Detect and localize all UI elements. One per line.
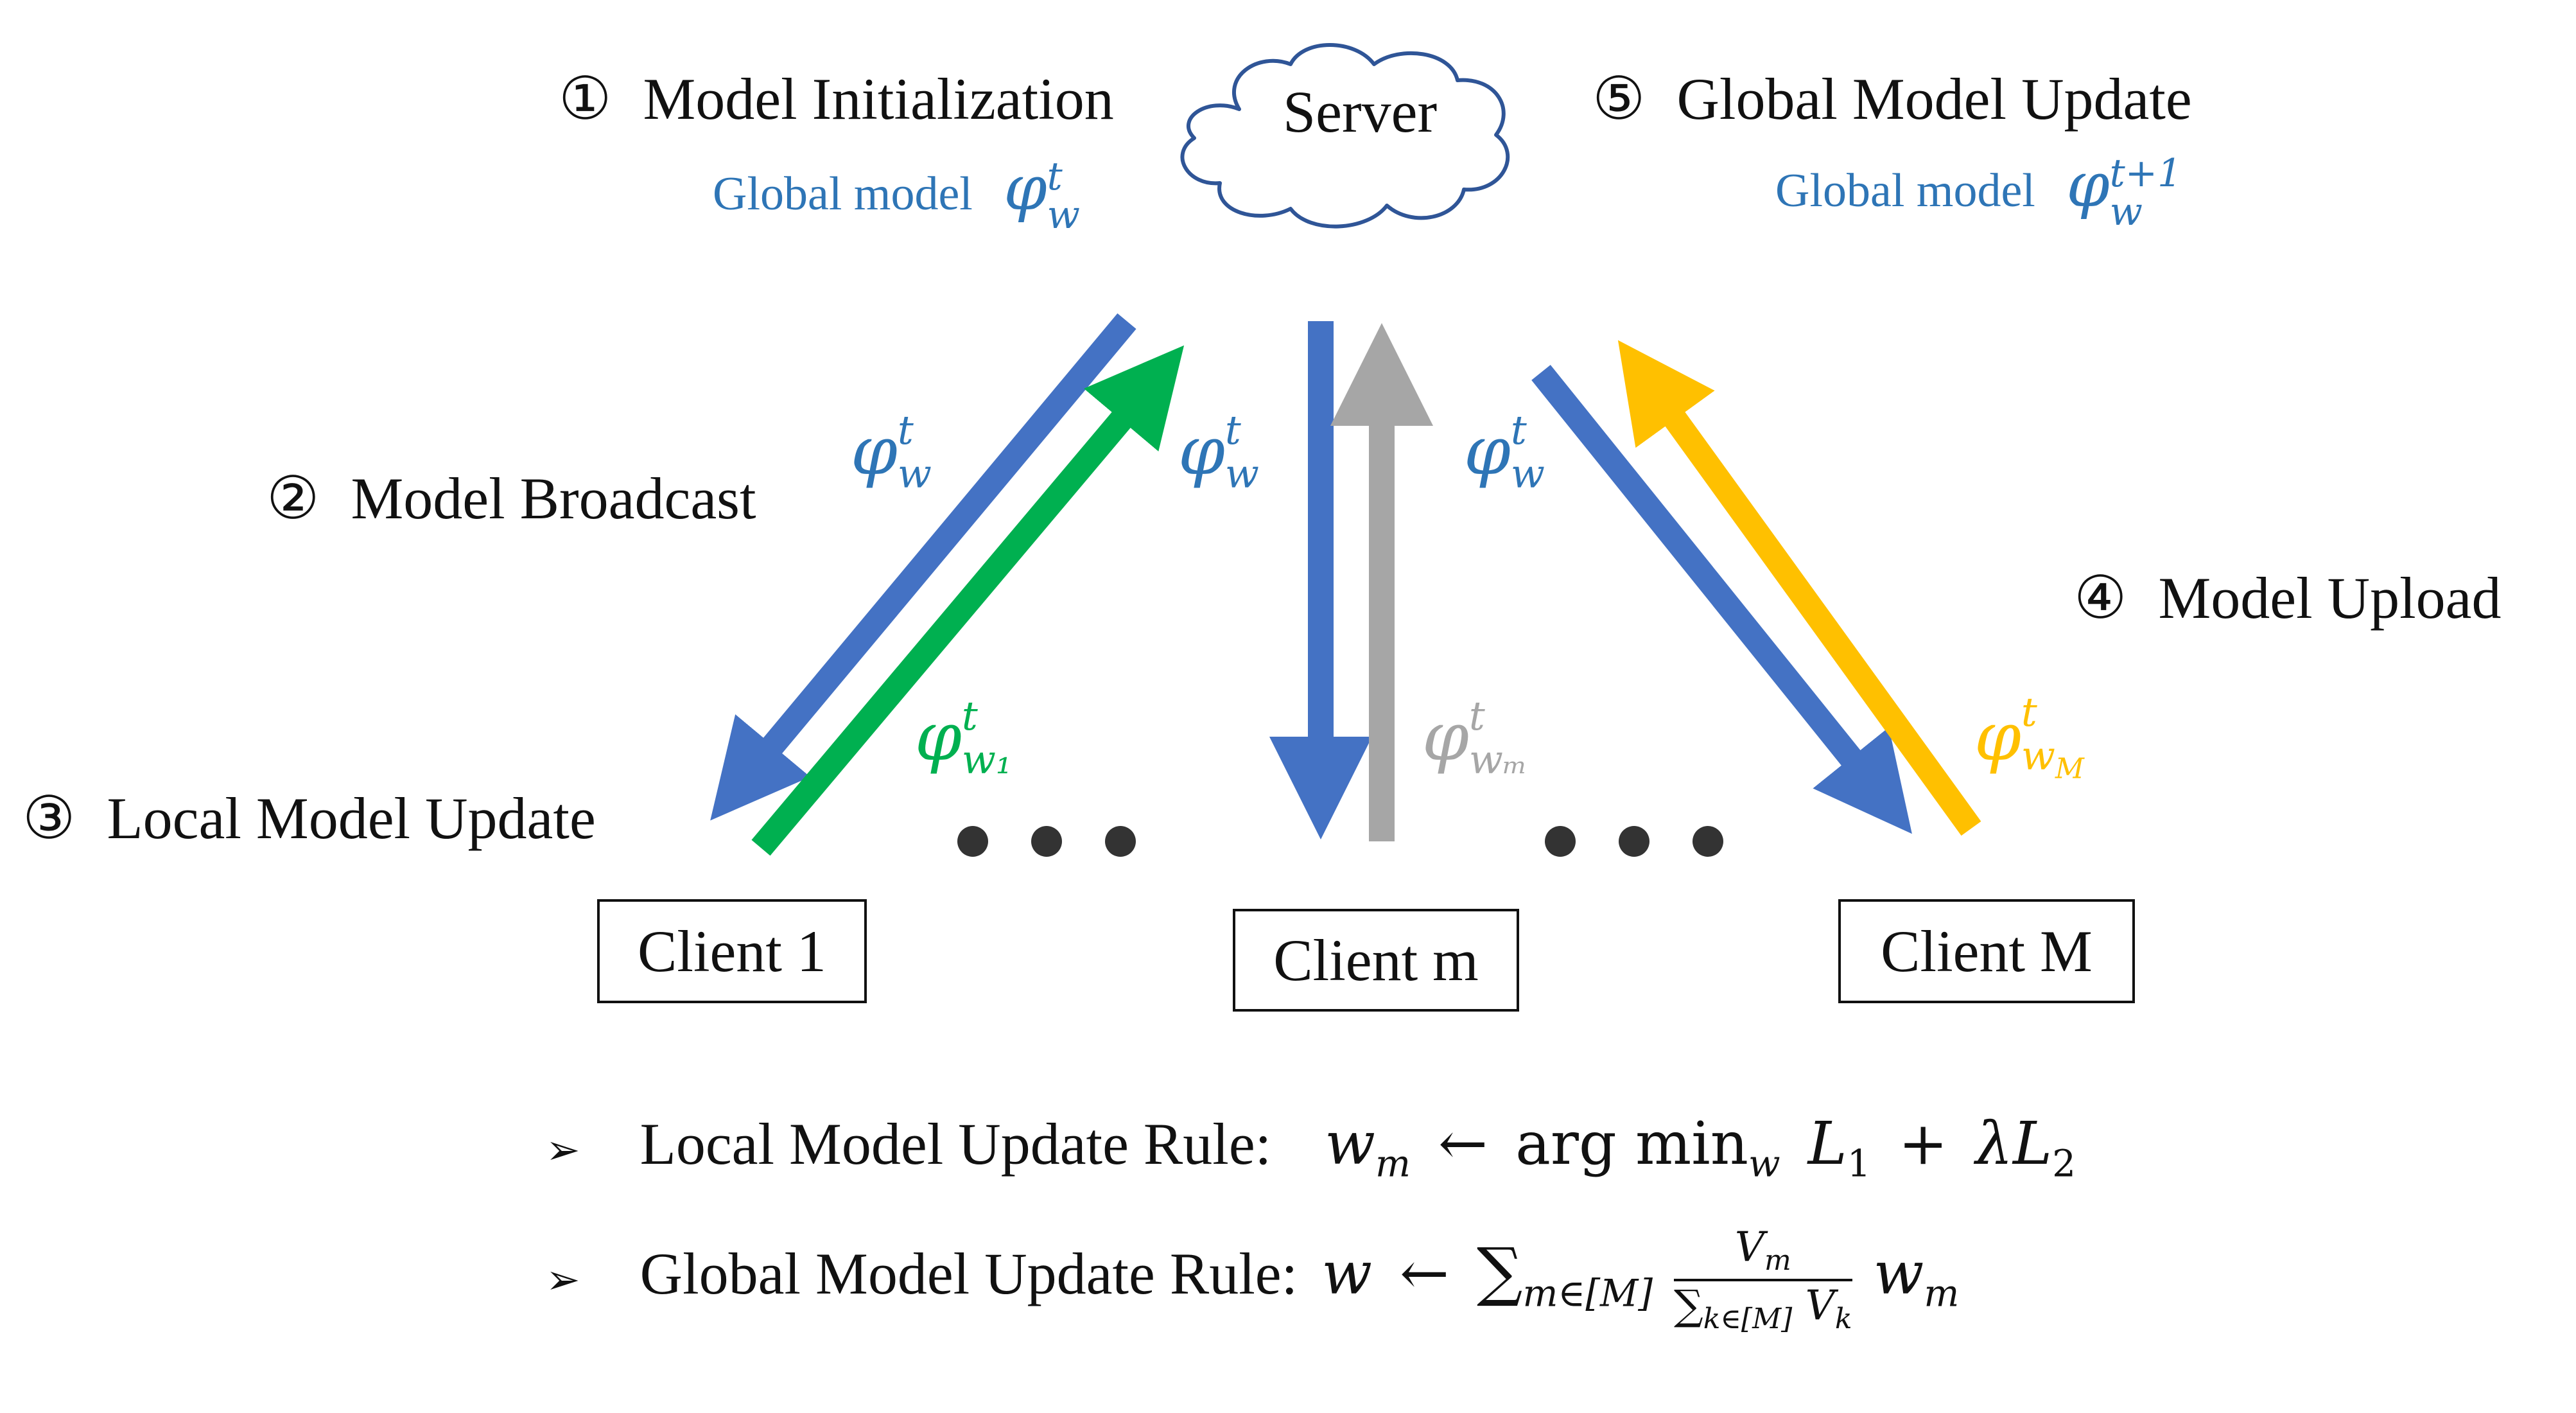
step-5-sublabel: Global model φ t+1 w: [1775, 154, 2182, 231]
client-M-label: Client M: [1881, 918, 2093, 984]
step-1-number: ①: [559, 66, 612, 132]
global-update-rule: ➢ Global Model Update Rule: w ← ∑m∈[M] V…: [546, 1224, 1960, 1335]
broadcast-arrow-client-1: [710, 313, 1136, 821]
step-5-phi-sub: w: [2109, 189, 2143, 234]
server-cloud-icon: [1180, 43, 1510, 229]
rule-bullet-global: ➢: [546, 1256, 580, 1304]
step-5-sublabel-text: Global model: [1775, 164, 2035, 217]
step-5-title: ⑤ Global Model Update: [1592, 69, 2192, 128]
step-2-title: ② Model Broadcast: [266, 469, 756, 528]
step-4-title: ④ Model Upload: [2074, 568, 2502, 628]
step-1-phi-sub: w: [1047, 193, 1080, 238]
step-1-label: Model Initialization: [643, 66, 1114, 132]
step-3-number: ③: [22, 785, 76, 851]
client-m-label: Client m: [1273, 927, 1479, 993]
upload-arrow-client-M: [1617, 340, 1981, 836]
step-1-phi: φ: [1004, 152, 1047, 224]
step-4-number: ④: [2074, 565, 2127, 631]
local-update-rule: ➢ Local Model Update Rule: wm ← arg minw…: [546, 1109, 2076, 1186]
client-M-box: Client M: [1838, 899, 2135, 1003]
global-rule-label: Global Model Update Rule:: [640, 1240, 1298, 1306]
step-5-label: Global Model Update: [1676, 66, 2192, 132]
step-5-number: ⑤: [1592, 66, 1646, 132]
step-3-label: Local Model Update: [107, 785, 596, 851]
client-1-label: Client 1: [638, 918, 826, 984]
step-2-label: Model Broadcast: [351, 466, 756, 531]
step-4-label: Model Upload: [2158, 565, 2502, 631]
ellipsis-left: [957, 826, 1136, 857]
rule-bullet-local: ➢: [546, 1126, 580, 1174]
client-1-box: Client 1: [597, 899, 867, 1003]
step-5-phi: φ: [2066, 149, 2110, 221]
step-3-title: ③ Local Model Update: [22, 789, 596, 848]
step-1-phi-sup: t: [1047, 154, 1063, 199]
server-label: Server: [1283, 79, 1438, 145]
client-m-box: Client m: [1233, 909, 1519, 1012]
upload-arrow-client-1: [751, 345, 1185, 856]
step-1-sublabel-text: Global model: [713, 168, 973, 220]
local-rule-label: Local Model Update Rule:: [640, 1111, 1272, 1177]
broadcast-arrow-client-M: [1531, 365, 1912, 834]
step-1-sublabel: Global model φ t w: [713, 157, 1080, 234]
step-5-phi-sup: t+1: [2109, 151, 2182, 196]
step-1-title: ① Model Initialization: [559, 69, 1114, 128]
ellipsis-right: [1545, 826, 1723, 857]
step-2-number: ②: [266, 466, 320, 531]
